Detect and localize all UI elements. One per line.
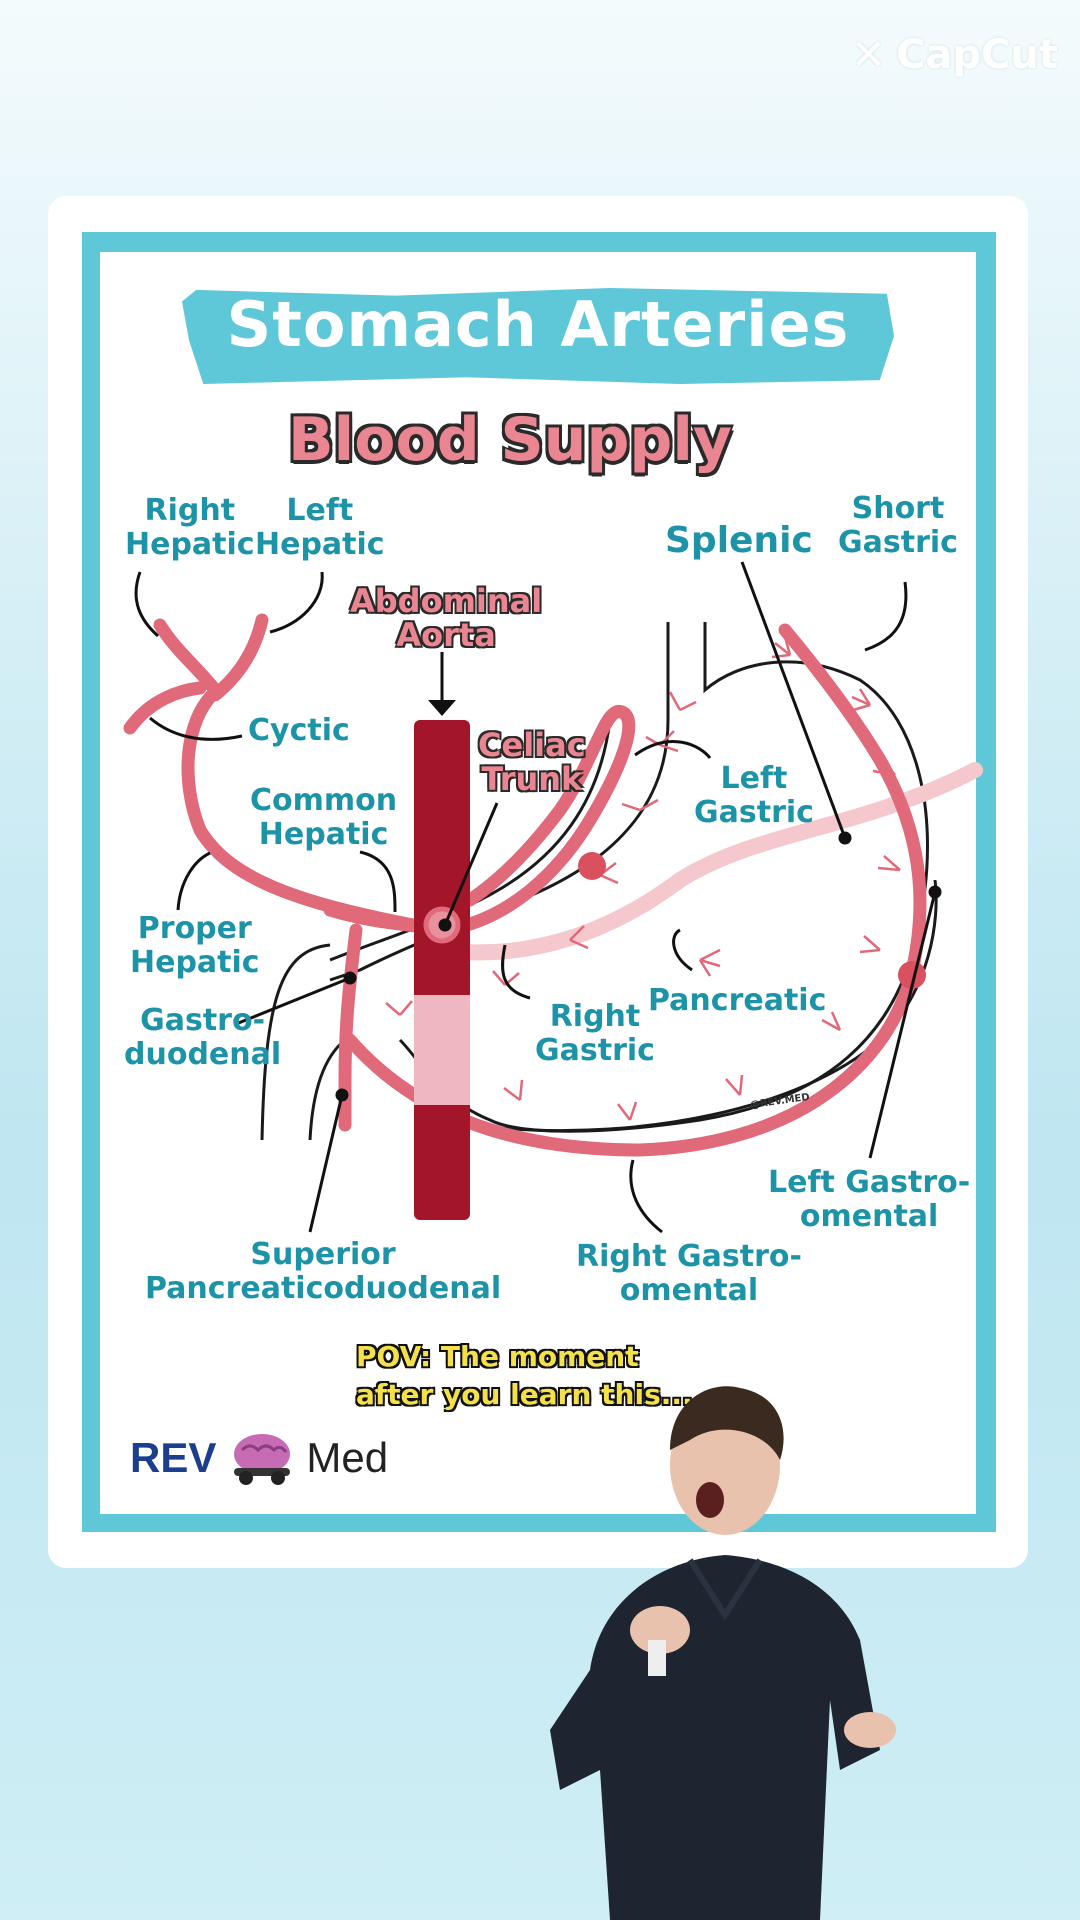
capcut-logo-icon: ✕ <box>850 30 887 79</box>
superior-pancreaticoduodenal-dot <box>335 1088 349 1102</box>
pancreatic-pointer <box>672 928 693 972</box>
cyctic-pointer <box>149 716 243 741</box>
superior-pancreaticoduodenal-pointer <box>308 1094 344 1233</box>
stomach-lesser-curve <box>398 622 929 1133</box>
label-left-hepatic: Left Hepatic <box>255 493 385 562</box>
gastroomental-node <box>898 961 926 989</box>
label-abdominal-aorta: Abdominal Aorta <box>350 582 543 654</box>
capcut-label: CapCut <box>896 31 1058 78</box>
left-gastric-node <box>578 852 606 880</box>
proper-hepatic-pointer <box>176 851 211 911</box>
splenic-pointer <box>740 561 847 839</box>
label-right-hepatic: Right Hepatic <box>125 493 255 562</box>
label-left-gastroomental: Left Gastro- omental <box>768 1165 971 1234</box>
surprised-doctor-image <box>550 1386 896 1920</box>
common-hepatic-pointer <box>359 850 397 913</box>
meme-caption: POV: The moment after you learn this... <box>356 1340 693 1411</box>
label-common-hepatic: Common Hepatic <box>250 783 398 852</box>
page-subtitle: Blood Supply <box>287 405 733 475</box>
capcut-watermark: ✕ CapCut <box>851 30 1058 79</box>
label-right-gastroomental: Right Gastro- omental <box>576 1239 802 1308</box>
abdominal-aorta <box>414 720 470 1220</box>
aorta-light-segment <box>414 995 470 1105</box>
right-gastroomental-pointer <box>629 1159 663 1234</box>
stomach-bottom-curve <box>499 879 938 1133</box>
right-hepatic-pointer <box>134 571 159 638</box>
left-gastroomental-dot <box>928 885 942 899</box>
label-celiac-trunk: Celiac Trunk <box>478 726 586 798</box>
label-short-gastric: Short Gastric <box>838 491 958 560</box>
label-left-gastric: Left Gastric <box>694 761 814 830</box>
logo-rev: REV <box>130 1434 217 1481</box>
splenic-artery <box>432 762 983 961</box>
cystic-artery <box>123 681 207 735</box>
short-gastric-pointer <box>864 581 908 652</box>
label-proper-hepatic: Proper Hepatic <box>130 911 260 980</box>
left-gastric-artery <box>438 705 636 937</box>
gastroduodenal-dot <box>343 971 357 985</box>
label-superior-pancreaticoduodenal: Superior Pancreaticoduodenal <box>145 1237 502 1306</box>
label-gastroduodenal: Gastro- duodenal <box>124 1003 282 1072</box>
duodenum-left <box>260 943 331 1141</box>
label-cyctic: Cyctic <box>248 713 350 748</box>
celiac-dot <box>438 918 452 932</box>
splenic-dot <box>838 831 852 845</box>
logo-med: Med <box>306 1434 389 1481</box>
label-splenic: Splenic <box>665 520 813 561</box>
rev-med-logo: REV Med <box>130 1428 388 1488</box>
left-gastric-pointer <box>634 740 712 759</box>
right-gastroomental-artery <box>343 623 927 1157</box>
right-hepatic-artery <box>153 618 222 697</box>
arteries <box>123 613 927 1157</box>
right-gastric-pointer <box>501 944 531 1000</box>
page-title: Stomach Arteries <box>226 288 850 361</box>
stomach-inner-wall <box>329 719 612 962</box>
pointer-lines <box>134 561 942 1234</box>
left-hepatic-artery <box>208 613 269 702</box>
gastroduodenal-artery <box>338 923 363 1132</box>
left-gastroomental-pointer <box>868 891 937 1159</box>
brain-car-icon <box>234 1434 291 1485</box>
title-banner <box>182 288 894 384</box>
left-hepatic-pointer <box>269 571 324 634</box>
label-right-gastric: Right Gastric <box>535 999 655 1068</box>
gastroduodenal-pointer <box>235 976 351 1026</box>
duodenum-right <box>308 1038 346 1141</box>
label-pancreatic: Pancreatic <box>648 983 827 1018</box>
celiac-pointer <box>443 802 499 926</box>
aorta-arrow-head <box>428 700 456 716</box>
